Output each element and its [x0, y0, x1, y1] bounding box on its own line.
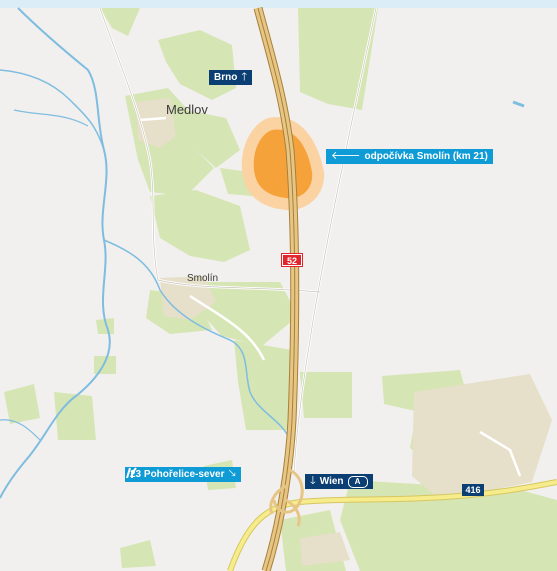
map-top-strip — [0, 0, 557, 8]
pond-east — [512, 100, 525, 108]
built-up-industrial — [412, 374, 552, 500]
road-medlov-street — [139, 116, 167, 122]
stream-west — [13, 109, 89, 127]
place-label-smolin: Smolín — [187, 273, 219, 284]
arrow-up-icon: 🡑 — [241, 71, 248, 83]
rivers — [0, 7, 525, 499]
road-industrial — [479, 430, 522, 477]
route-shield-52: 52 — [281, 253, 303, 267]
interchange-ramps — [269, 468, 304, 527]
rest-area-sign[interactable]: 🡐 odpočívka Smolín (km 21) — [326, 149, 493, 164]
sign-label-brno: Brno — [214, 72, 238, 83]
rest-area-label: odpočívka Smolín (km 21) — [364, 151, 488, 162]
field-west-2 — [54, 392, 96, 440]
motorway-exit-icon — [126, 467, 137, 478]
field-north-east — [298, 8, 378, 110]
field-west-1 — [4, 384, 40, 424]
motorway — [253, 6, 300, 571]
field-bottom-left — [120, 540, 156, 568]
built-up-south — [300, 532, 350, 566]
built-up-medlov — [136, 98, 176, 148]
route-shield-416: 416 — [462, 484, 484, 496]
field-south — [300, 372, 352, 418]
arrow-down-right-icon: 🡖 — [228, 468, 236, 480]
field-north — [158, 30, 236, 100]
arrow-down-icon: 🡓 — [310, 475, 316, 487]
direction-sign-brno[interactable]: Brno 🡑 — [209, 70, 253, 85]
river-main — [0, 7, 111, 499]
road-smolin-south — [189, 294, 266, 361]
service-area[interactable] — [253, 129, 313, 199]
motorway-badge-icon: A — [347, 475, 368, 488]
stream-south-west — [0, 419, 41, 441]
field-north-west — [100, 8, 140, 36]
field-west-small — [94, 356, 116, 374]
direction-sign-wien[interactable]: 🡓 Wien A — [305, 474, 373, 489]
sign-label-wien: Wien — [319, 476, 344, 487]
field-smolin-east — [198, 282, 298, 346]
river-smolin — [103, 239, 291, 441]
field-south-east — [340, 480, 557, 571]
field-south-west — [234, 340, 292, 430]
arrow-left-icon: 🡐 — [331, 150, 361, 162]
place-label-medlov: Medlov — [166, 102, 208, 117]
river-tributary-west — [0, 69, 105, 151]
exit-sign-pohorelice[interactable]: 23 Pohořelice-sever 🡖 — [125, 467, 241, 482]
field-west-small-2 — [96, 318, 114, 334]
field-medlov-east — [186, 110, 240, 168]
field-center — [150, 190, 250, 262]
exit-label: 23 Pohořelice-sever — [130, 469, 225, 480]
